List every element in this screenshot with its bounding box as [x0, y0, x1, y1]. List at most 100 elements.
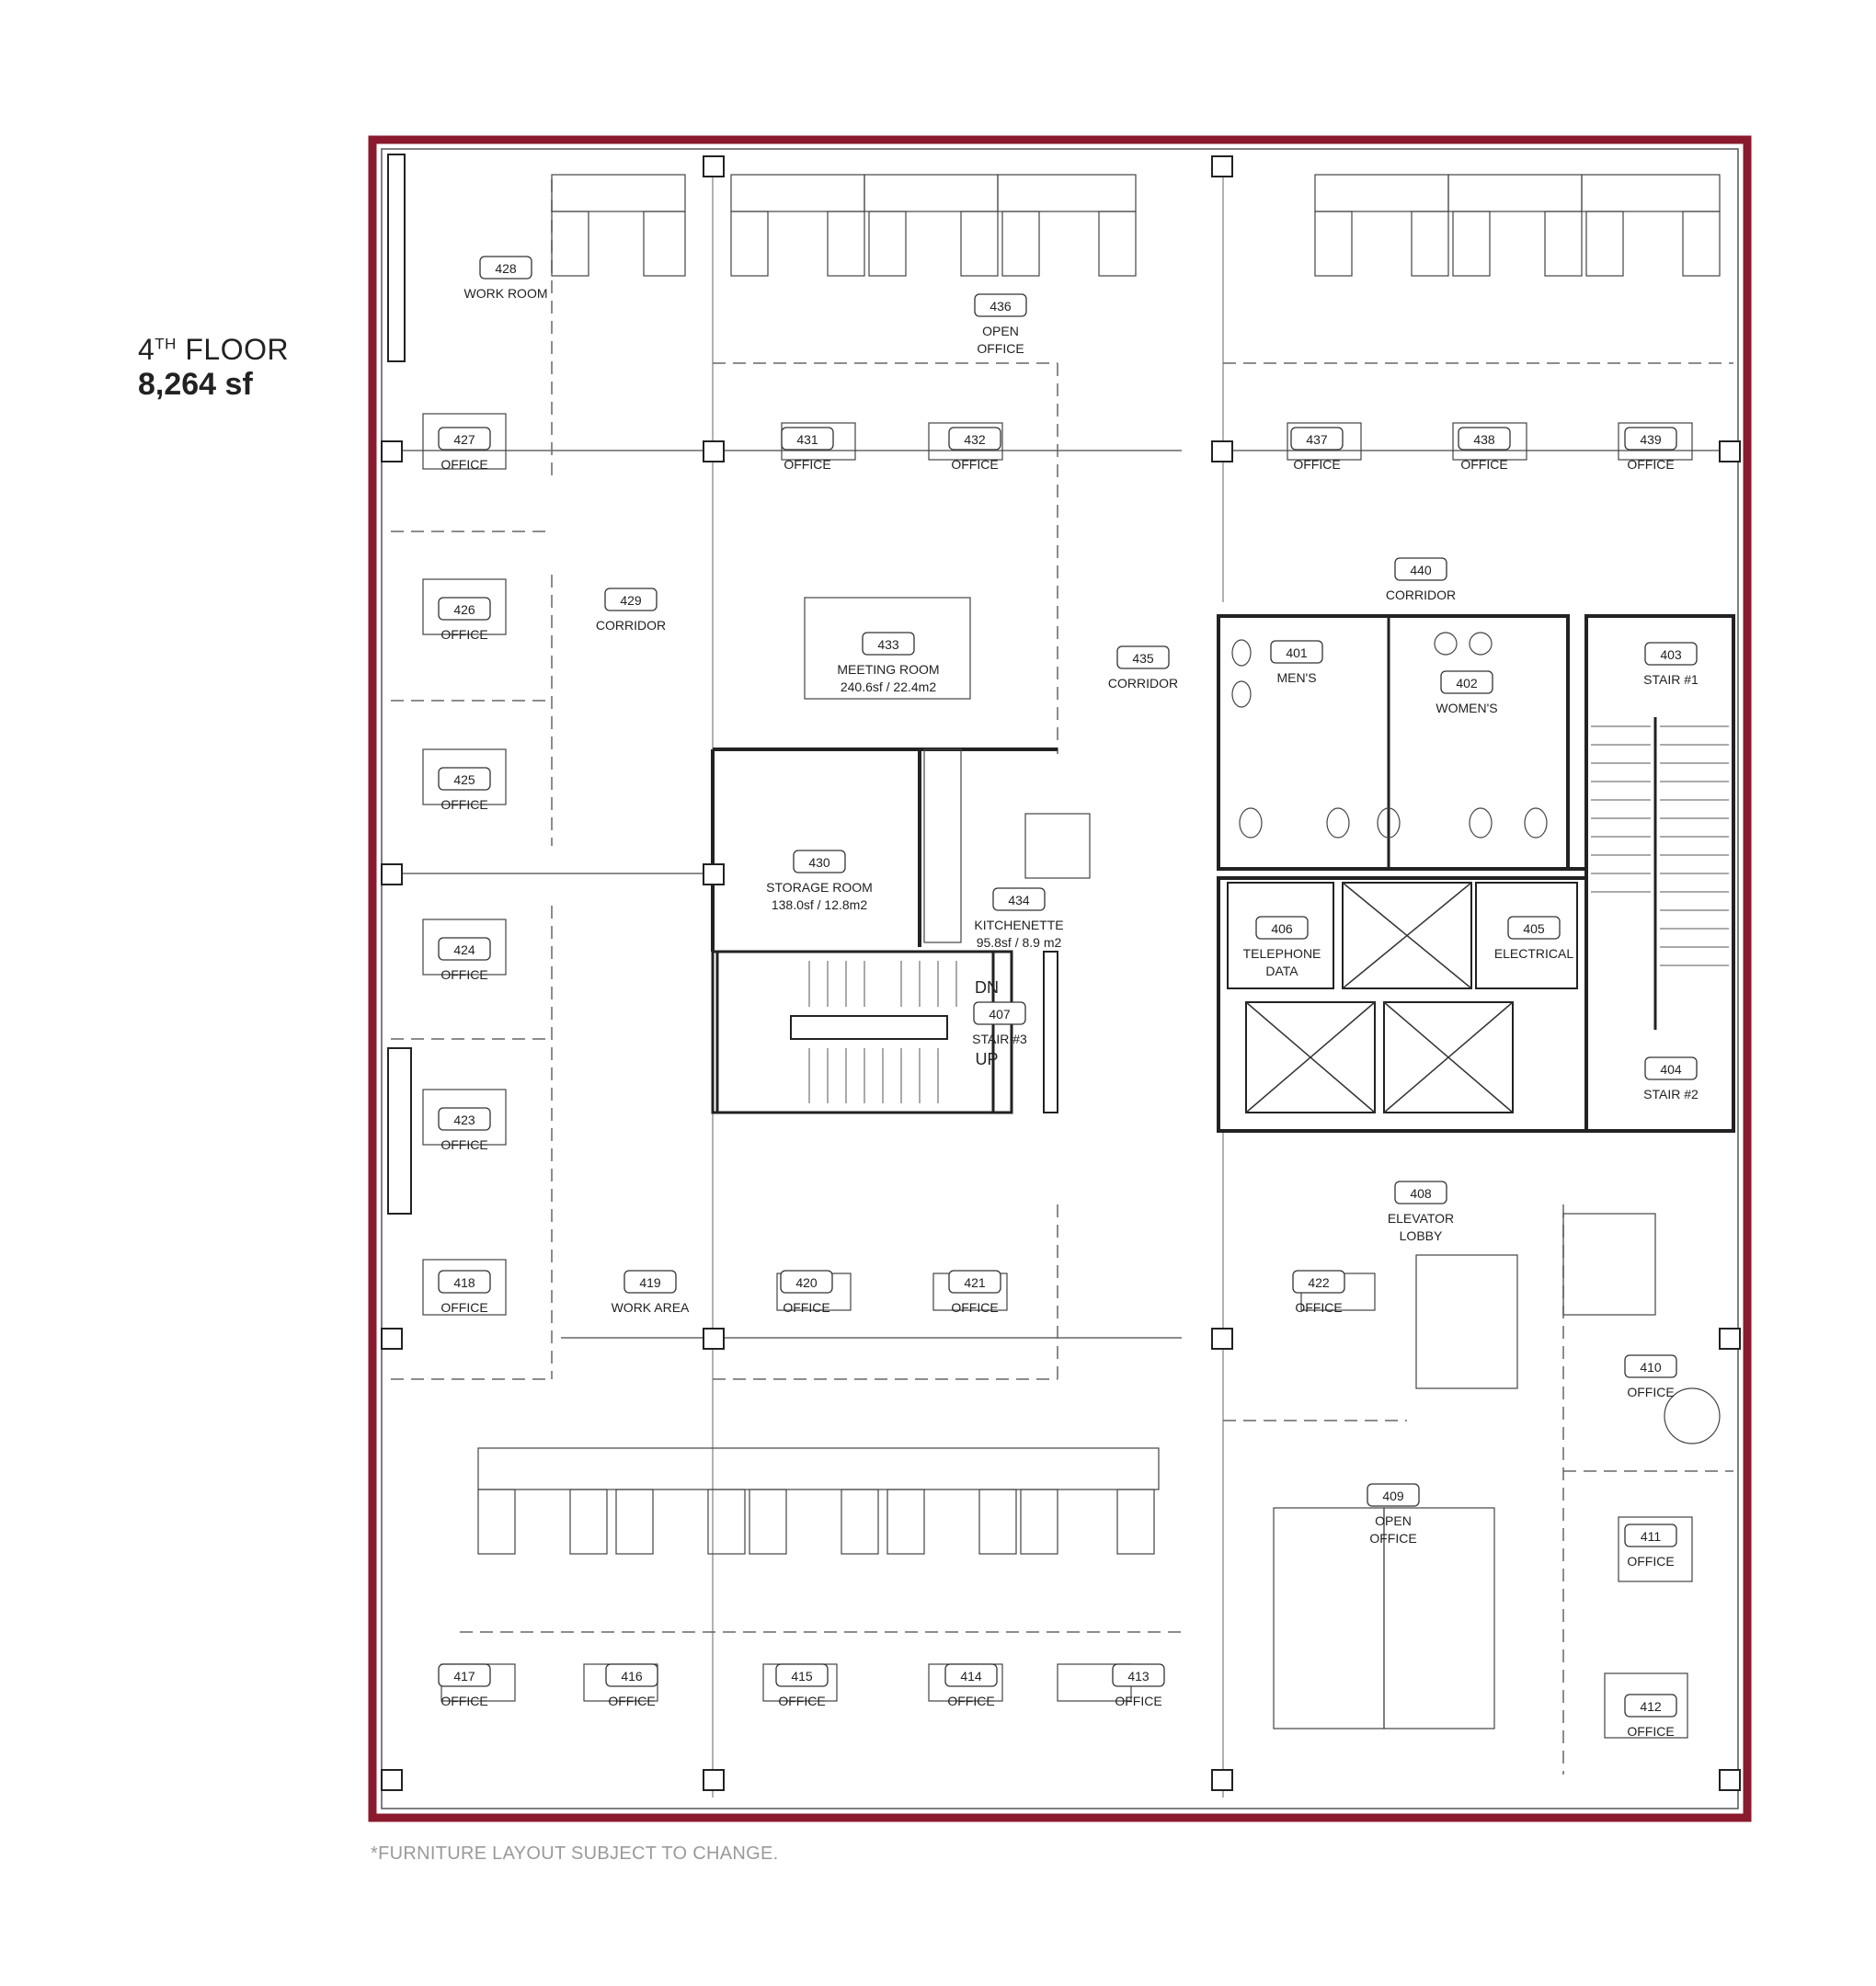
furniture-footnote: *FURNITURE LAYOUT SUBJECT TO CHANGE.: [371, 1843, 779, 1864]
floor-ordinal: 4: [138, 333, 155, 366]
room-number: 424: [453, 942, 475, 957]
room-number: 405: [1523, 921, 1545, 936]
room-name-line: OFFICE: [1460, 457, 1507, 472]
room-name-line: OFFICE: [784, 457, 830, 472]
room-number: 418: [453, 1275, 475, 1290]
room-number-box: [479, 256, 532, 280]
room-name-line: ELEVATOR: [1388, 1211, 1454, 1226]
room-name-line: OFFICE: [977, 341, 1024, 356]
room-number-box: [1440, 670, 1493, 694]
room-name-line: OFFICE: [440, 1300, 487, 1315]
room-number: 430: [808, 855, 830, 870]
room-name-line: MEN'S: [1276, 670, 1316, 685]
room-name-line: OPEN: [982, 324, 1019, 338]
stair-down-label: DN: [975, 978, 999, 997]
room-number: 409: [1382, 1489, 1404, 1503]
room-number-box: [862, 632, 915, 656]
room-name-line: OFFICE: [440, 457, 487, 472]
room-number-box: [1624, 1694, 1677, 1718]
room-name-line: CORRIDOR: [1386, 588, 1456, 602]
room-name-line: OFFICE: [1627, 1385, 1674, 1399]
room-name-line: OFFICE: [947, 1694, 994, 1708]
room-number: 403: [1660, 647, 1682, 662]
room-number: 437: [1306, 432, 1328, 447]
outer-wall: [368, 135, 1752, 1822]
room-number-box: [438, 767, 491, 791]
room-number: 427: [453, 432, 475, 447]
room-number-box: [438, 597, 491, 621]
room-name-line: WORK AREA: [612, 1300, 690, 1315]
room-name-line: OFFICE: [1293, 457, 1340, 472]
room-number: 436: [989, 299, 1012, 314]
room-name-line: 95.8sf / 8.9 m2: [977, 935, 1062, 950]
floor-ordinal-suffix: TH: [154, 335, 177, 353]
room-number-box: [604, 588, 658, 611]
room-number-box: [438, 1107, 491, 1131]
room-name-line: STAIR #2: [1643, 1087, 1699, 1101]
room-number-box: [1507, 916, 1561, 940]
room-number: 431: [796, 432, 818, 447]
floor-word: FLOOR: [185, 333, 290, 366]
room-name-line: OFFICE: [951, 457, 998, 472]
room-number: 422: [1308, 1275, 1330, 1290]
room-number-box: [623, 1270, 677, 1294]
plan-structure: [368, 135, 1752, 1822]
room-number-box: [781, 427, 834, 451]
room-name-line: STAIR #1: [1643, 672, 1699, 687]
room-number-box: [1394, 1181, 1447, 1204]
room-name-line: LOBBY: [1400, 1228, 1443, 1243]
room-number-box: [775, 1663, 829, 1687]
room-number: 412: [1640, 1699, 1662, 1714]
room-name-line: OFFICE: [1627, 1724, 1674, 1739]
inner-wall: [381, 148, 1739, 1809]
room-name-line: OFFICE: [608, 1694, 655, 1708]
room-number-box: [1367, 1483, 1420, 1507]
room-number-box: [1644, 642, 1698, 666]
room-number: 440: [1410, 563, 1432, 577]
room-number: 425: [453, 772, 475, 787]
room-number-box: [1458, 427, 1511, 451]
room-name-line: OFFICE: [1295, 1300, 1342, 1315]
room-name-line: OFFICE: [1627, 457, 1674, 472]
room-number-box: [438, 1270, 491, 1294]
room-name-line: WOMEN'S: [1436, 701, 1497, 715]
room-name-line: OFFICE: [1627, 1554, 1674, 1569]
room-number-box: [1644, 1056, 1698, 1080]
room-name-line: OFFICE: [951, 1300, 998, 1315]
room-name-line: MEETING ROOM: [837, 662, 939, 677]
room-name-line: OFFICE: [440, 1137, 487, 1152]
room-number-box: [438, 937, 491, 961]
room-number: 404: [1660, 1062, 1682, 1077]
room-number: 402: [1456, 676, 1478, 691]
room-number: 417: [453, 1669, 475, 1684]
room-number-box: [948, 427, 1001, 451]
room-number-box: [944, 1663, 998, 1687]
room-number-box: [973, 1001, 1026, 1025]
room-number: 413: [1127, 1669, 1150, 1684]
room-number: 439: [1640, 432, 1662, 447]
room-number-box: [1624, 427, 1677, 451]
room-name-line: OFFICE: [1115, 1694, 1161, 1708]
